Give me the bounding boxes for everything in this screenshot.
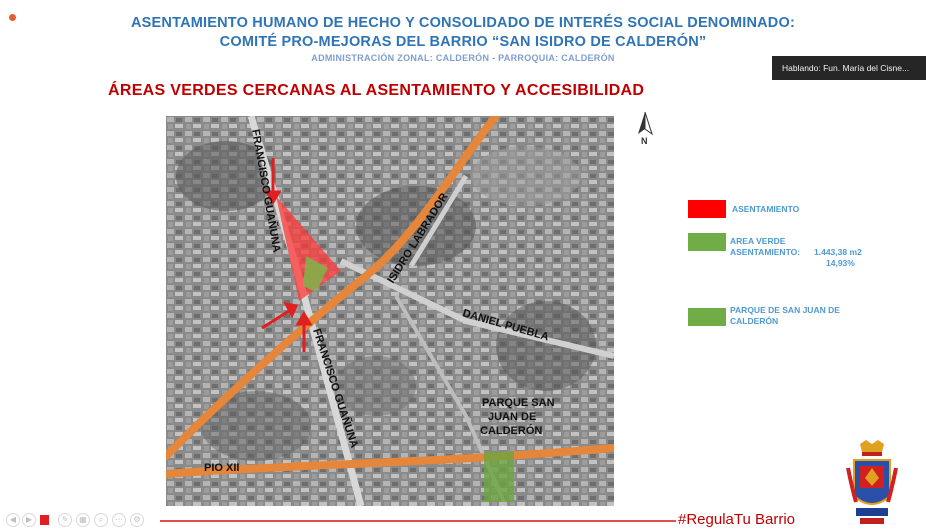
legend-swatch-area-verde — [688, 233, 726, 251]
legend-swatch-asentamiento — [688, 200, 726, 218]
more-options-icon[interactable]: ⋯ — [112, 513, 126, 527]
coat-of-arms-logo — [846, 440, 898, 524]
page-title-line2: COMITÉ PRO-MEJORAS DEL BARRIO “SAN ISIDR… — [219, 34, 707, 50]
footer-hashtag: #RegulaTu Barrio — [678, 511, 796, 528]
label-pio-xii: PIO XII — [204, 462, 239, 474]
page-title-line1: ASENTAMIENTO HUMANO DE HECHO Y CONSOLIDA… — [131, 15, 795, 31]
play-icon[interactable]: ▶ — [22, 513, 36, 527]
speaker-indicator: Hablando: Fun. María del Cisne... — [772, 56, 926, 80]
legend-label-area-verde-1: AREA VERDE — [730, 236, 786, 246]
legend-area-verde-value: 1.443,38 m2 — [814, 247, 862, 257]
previous-slide-icon[interactable]: ◀ — [6, 513, 20, 527]
footer-divider — [160, 520, 676, 522]
section-title: ÁREAS VERDES CERCANAS AL ASENTAMIENTO Y … — [108, 82, 645, 99]
pen-icon[interactable]: ✎ — [58, 513, 72, 527]
label-parque-line2: JUAN DE — [488, 411, 536, 423]
label-parque-line3: CALDERÓN — [480, 424, 542, 437]
legend-label-asentamiento: ASENTAMIENTO — [732, 204, 800, 214]
legend-label-parque-1: PARQUE DE SAN JUAN DE — [730, 305, 840, 315]
zoom-icon[interactable]: ⌕ — [94, 513, 108, 527]
legend-label-area-verde-2: ASENTAMIENTO: — [730, 247, 801, 257]
progress-marker-icon — [40, 515, 49, 525]
recording-indicator-icon — [9, 14, 16, 21]
grid-icon[interactable]: ▦ — [76, 513, 90, 527]
legend-swatch-parque — [688, 308, 726, 326]
legend-label-parque-2: CALDERÓN — [730, 316, 779, 326]
legend-area-verde-percent: 14,93% — [826, 258, 855, 268]
page-subtitle: ADMINISTRACIÓN ZONAL: CALDERÓN - PARROQU… — [311, 53, 615, 63]
north-label: N — [641, 136, 648, 146]
label-parque-line1: PARQUE SAN — [482, 397, 555, 409]
settings-icon[interactable]: ⚙ — [130, 513, 144, 527]
satellite-map: FRANCISCO GUAÑUNA FRANCISCO GUAÑUNA ISID… — [166, 116, 614, 506]
north-arrow-icon: N — [638, 111, 653, 146]
